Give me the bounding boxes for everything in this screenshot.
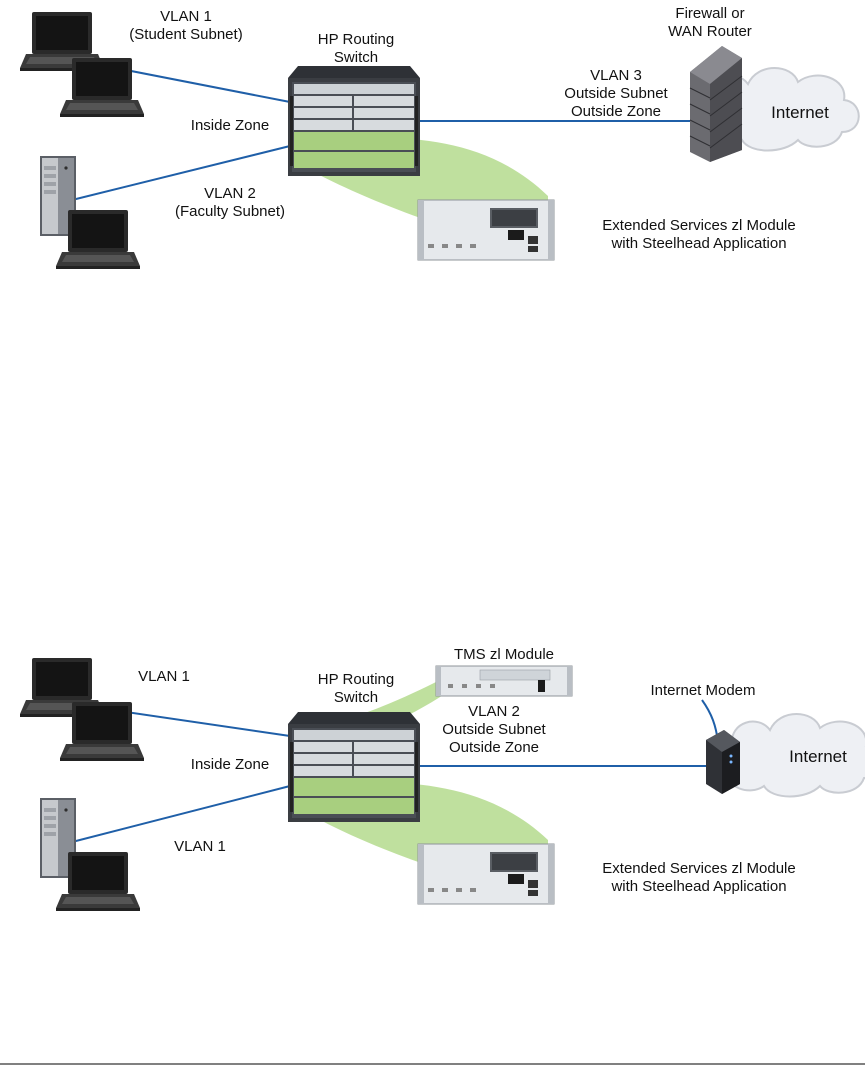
firewall-label-line2: WAN Router bbox=[668, 23, 752, 40]
vlan2-subnet-label: Outside Subnet bbox=[442, 721, 546, 738]
laptop-icon bbox=[56, 852, 140, 911]
vlan1-label: VLAN 1 bbox=[160, 8, 212, 25]
modem-label: Internet Modem bbox=[650, 682, 755, 699]
switch-label-line1: HP Routing bbox=[318, 31, 394, 48]
diagram-1: VLAN 1 (Student Subnet) HP Routing Switc… bbox=[20, 5, 860, 269]
switch-label-line2: Switch bbox=[334, 49, 378, 66]
inside-zone-label: Inside Zone bbox=[191, 117, 269, 134]
link-vlan1-bottom bbox=[71, 785, 291, 843]
vlan3-zone-label: Outside Zone bbox=[571, 103, 661, 120]
module-label-line2: with Steelhead Application bbox=[610, 235, 786, 252]
inside-zone-label: Inside Zone bbox=[191, 756, 269, 773]
services-module-icon bbox=[417, 843, 555, 905]
module-label-line1: Extended Services zl Module bbox=[602, 217, 795, 234]
vlan3-subnet-label: Outside Subnet bbox=[564, 85, 668, 102]
vlan2-subnet-label: (Faculty Subnet) bbox=[175, 203, 285, 220]
switch-label-line2: Switch bbox=[334, 689, 378, 706]
tms-module-label: TMS zl Module bbox=[454, 646, 554, 663]
laptop-icon bbox=[56, 210, 140, 269]
firewall-label-line1: Firewall or bbox=[675, 5, 744, 22]
internet-label: Internet bbox=[771, 103, 829, 122]
link-vlan1-top bbox=[125, 711, 291, 737]
vlan2-zone-label: Outside Zone bbox=[449, 739, 539, 756]
vlan1-bottom-label: VLAN 1 bbox=[174, 838, 226, 855]
switch-chassis-icon bbox=[288, 66, 420, 176]
vlan1-subnet-label: (Student Subnet) bbox=[129, 26, 242, 43]
switch-label-line1: HP Routing bbox=[318, 671, 394, 688]
tms-module-icon bbox=[435, 665, 573, 697]
switch-chassis-icon bbox=[288, 712, 420, 822]
firewall-icon bbox=[689, 46, 743, 162]
vlan2-label: VLAN 2 bbox=[468, 703, 520, 720]
link-vlan2 bbox=[71, 145, 291, 201]
link-vlan1 bbox=[125, 69, 291, 103]
services-module-icon bbox=[417, 199, 555, 261]
module-label-line2: with Steelhead Application bbox=[610, 878, 786, 895]
vlan3-label: VLAN 3 bbox=[590, 67, 642, 84]
vlan2-label: VLAN 2 bbox=[204, 185, 256, 202]
laptop-icon bbox=[60, 702, 144, 761]
internet-label: Internet bbox=[789, 747, 847, 766]
modem-icon bbox=[706, 730, 740, 794]
laptop-icon bbox=[60, 58, 144, 117]
diagram-2: VLAN 1 HP Routing Switch TMS zl Module I… bbox=[20, 646, 865, 911]
vlan1-top-label: VLAN 1 bbox=[138, 668, 190, 685]
module-label-line1: Extended Services zl Module bbox=[602, 860, 795, 877]
